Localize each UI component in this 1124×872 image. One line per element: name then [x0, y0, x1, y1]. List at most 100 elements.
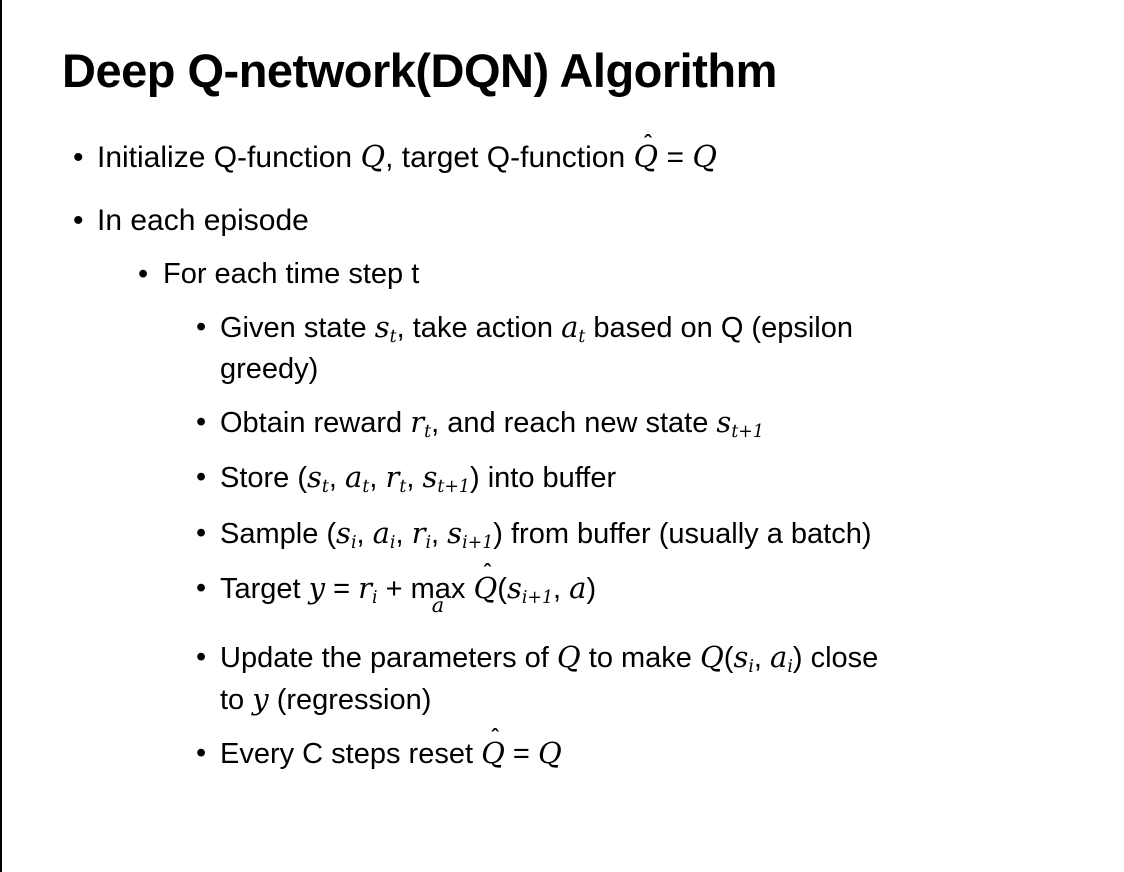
bullet-text: Given state st, take action at based on … — [220, 307, 1124, 389]
bullet-marker: • — [73, 203, 84, 237]
text-segment: = — [325, 572, 359, 605]
text-segment: , — [395, 517, 412, 550]
math-subscript: i — [389, 532, 396, 553]
math-variable: a — [372, 515, 390, 550]
text-segment: For each time step t — [163, 257, 420, 290]
operator-under-limit: a — [431, 592, 445, 617]
text-segment: ( — [497, 572, 507, 605]
text-segment: Initialize Q-function — [97, 141, 361, 175]
bullet-text: Sample (si, ai, ri, si+1) from buffer (u… — [220, 513, 1124, 555]
bullet-text: In each episode — [97, 200, 1124, 241]
math-subscript: i — [787, 657, 793, 678]
bullet-text: Store (st, at, rt, st+1) into buffer — [220, 457, 1124, 499]
bullet-item: •For each time step t — [138, 254, 1124, 294]
math-variable: s — [447, 515, 463, 550]
text-segment: Every C steps reset — [220, 738, 482, 771]
operator-base: max — [410, 572, 466, 605]
bullet-text: Initialize Q-function Q, target Q-functi… — [97, 130, 1124, 178]
math-variable: s — [336, 515, 351, 550]
text-segment: + — [377, 572, 411, 605]
text-segment: In each episode — [97, 203, 309, 237]
math-variable: y — [308, 570, 326, 605]
text-segment: , and reach new state — [431, 407, 717, 440]
text-segment: , — [431, 517, 448, 550]
math-subscript: t+1 — [437, 477, 470, 498]
math-variable: a — [345, 460, 363, 495]
hat-accent: ˆ — [483, 560, 491, 584]
bullet-marker: • — [196, 310, 207, 343]
math-variable: r — [385, 460, 400, 495]
bullet-item: • Initialize Q-function Q, target Q-funct… — [73, 130, 1124, 178]
math-subscript: t — [399, 477, 407, 498]
text-segment: Store ( — [220, 462, 308, 495]
math-subscript: t — [389, 327, 397, 348]
math-variable: s — [422, 460, 438, 495]
math-variable: r — [411, 515, 426, 550]
text-segment: ) into buffer — [469, 462, 617, 495]
math-subscript: i — [425, 532, 432, 553]
text-segment: , target Q-function — [385, 141, 634, 175]
bullet-marker: • — [73, 141, 84, 175]
text-segment: , — [406, 462, 423, 495]
bullet-marker: • — [196, 737, 207, 770]
math-subscript: i — [350, 532, 357, 553]
bullet-item: •Update the parameters of Q to make Q(si… — [196, 637, 1124, 720]
math-variable: r — [410, 405, 425, 440]
text-segment: , — [328, 462, 346, 495]
text-segment: Sample ( — [220, 517, 337, 550]
math-variable: a — [569, 570, 587, 605]
bullet-text: Obtain reward rt, and reach new state st… — [220, 402, 1124, 444]
text-segment: , take action — [396, 311, 562, 344]
math-subscript: t — [424, 422, 432, 443]
bullet-item: • In each episode — [73, 200, 1124, 241]
math-variable: s — [307, 460, 322, 495]
math-subscript: i — [372, 588, 378, 609]
text-segment: greedy) — [220, 353, 319, 386]
math-subscript: i+1 — [462, 532, 494, 553]
text-segment: Obtain reward — [220, 407, 411, 440]
text-segment: , — [753, 642, 771, 675]
bullet-marker: • — [196, 516, 207, 549]
hat-base-letter: Q — [473, 570, 498, 605]
bullet-marker: • — [196, 461, 207, 494]
text-segment: Update the parameters of — [220, 642, 557, 675]
hat-base-letter: Q — [481, 736, 505, 771]
text-segment: ) — [586, 572, 597, 605]
math-variable: Q — [360, 140, 386, 176]
math-variable: Q — [699, 640, 724, 675]
bullet-item: •Sample (si, ai, ri, si+1) from buffer (… — [196, 513, 1124, 555]
math-subscript: t — [321, 477, 329, 498]
math-variable: y — [252, 682, 269, 717]
text-segment: , — [356, 517, 373, 550]
text-segment: Given state — [220, 311, 375, 344]
math-subscript: t+1 — [731, 422, 764, 443]
hat-accent: ˆ — [491, 726, 499, 750]
text-segment: = — [504, 738, 538, 771]
math-subscript: t — [362, 477, 370, 498]
text-segment: Target — [220, 572, 309, 605]
text-segment: to make — [580, 642, 700, 675]
bullet-item: •Obtain reward rt, and reach new state s… — [196, 402, 1124, 444]
text-segment: based on Q (epsilon — [585, 311, 853, 344]
math-subscript: i+1 — [521, 588, 554, 609]
bullet-list: •Initialize Q-function Q, target Q-funct… — [0, 97, 1124, 774]
text-segment: to — [220, 684, 253, 717]
math-variable: a — [561, 309, 579, 344]
bullet-item: •Store (st, at, rt, st+1) into buffer — [196, 457, 1124, 499]
hat-accent: ˆ — [644, 129, 652, 155]
math-subscript: i — [748, 657, 754, 678]
text-segment: , — [369, 462, 386, 495]
math-variable: s — [374, 309, 390, 344]
text-segment: ) from buffer (usually a batch) — [493, 517, 872, 550]
text-segment: ( — [723, 642, 734, 675]
bullet-text: Update the parameters of Q to make Q(si,… — [220, 637, 1124, 720]
text-segment: = — [658, 141, 693, 175]
text-segment: , — [553, 572, 570, 605]
